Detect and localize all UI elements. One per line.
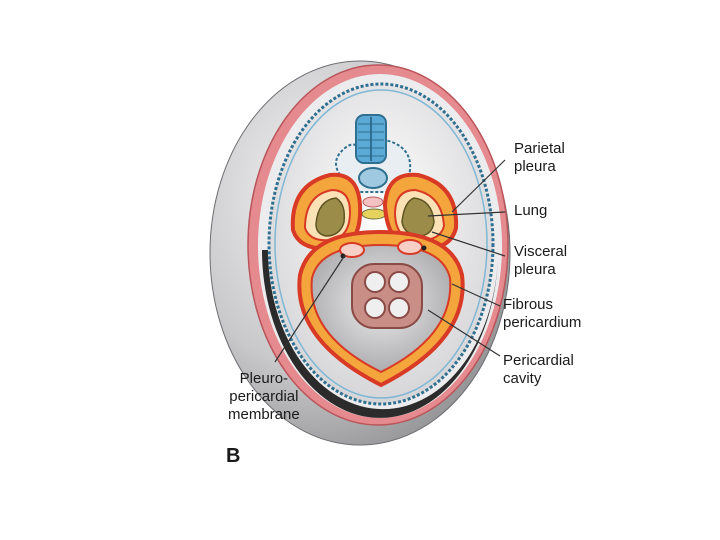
label-visceral-pleura: Visceral pleura <box>514 243 568 278</box>
heart <box>351 263 423 329</box>
left-pleuropericardial-fold <box>339 242 365 258</box>
label-pericardial-cavity: Pericardial cavity <box>503 352 574 387</box>
leader-visceral-pleura <box>431 231 506 257</box>
leader-parietal-pleura <box>451 159 506 213</box>
leader-lines <box>274 159 506 363</box>
spinal-cord <box>335 114 412 220</box>
leader-pericardial-cavity <box>427 309 501 357</box>
label-pleuropericardial-membrane: Pleuro- pericardial membrane <box>228 370 300 423</box>
label-fibrous-pericardium: Fibrous pericardium <box>503 296 582 331</box>
panel-letter: B <box>226 445 241 467</box>
leader-pleuropericardial-membrane <box>274 254 346 363</box>
leader-lung <box>427 211 506 217</box>
left-pleural-cavity <box>290 172 363 251</box>
leader-fibrous-pericardium <box>451 283 501 307</box>
label-lung: Lung <box>514 202 548 219</box>
left-lung <box>315 197 346 237</box>
right-pleuropericardial-fold <box>397 239 423 255</box>
right-pleural-cavity <box>382 172 459 251</box>
label-parietal-pleura: Parietal pleura <box>514 140 565 175</box>
